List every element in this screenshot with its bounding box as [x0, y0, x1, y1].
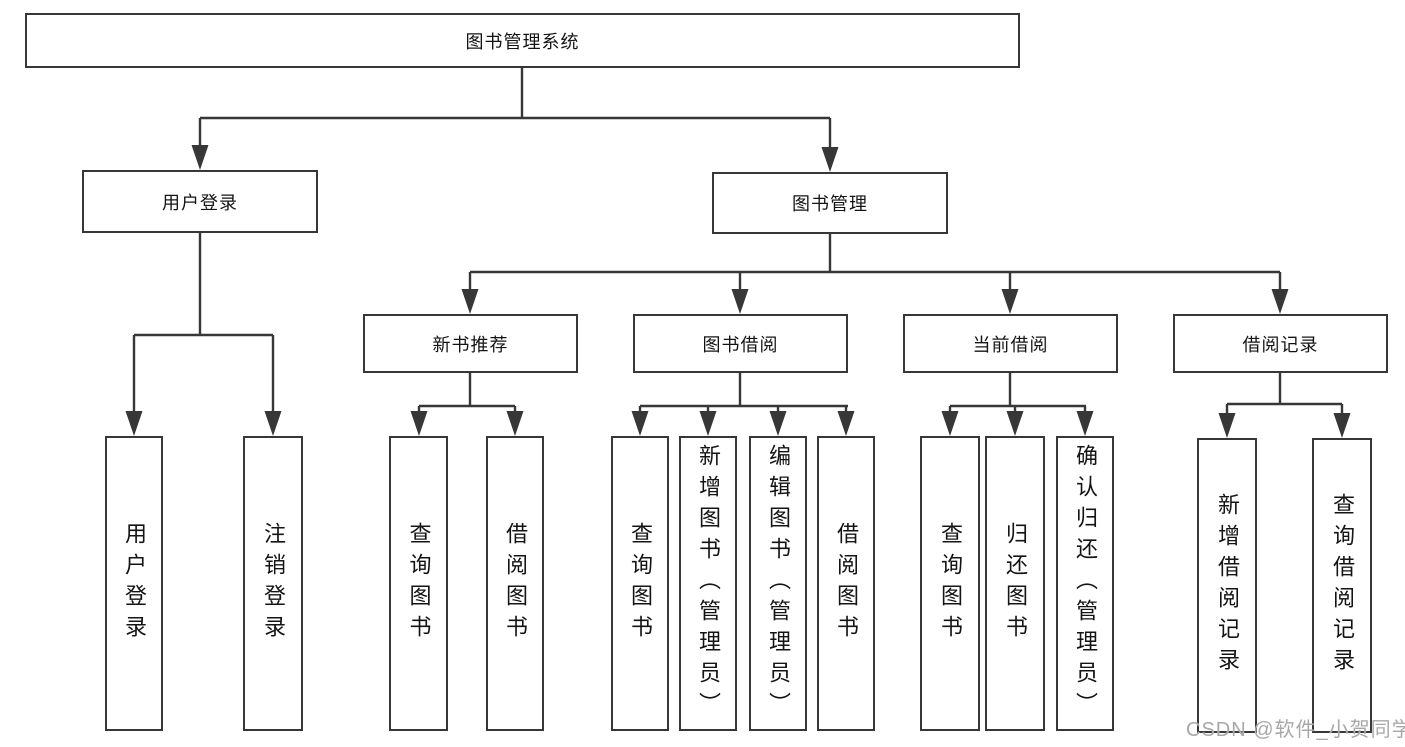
node-root: 图书管理系统: [25, 13, 1020, 68]
node-leaf-recommend-borrow-books: 借阅图书: [486, 436, 544, 731]
node-leaf-borrow-query-books: 查询图书: [611, 436, 669, 731]
node-leaf-borrow-books: 借阅图书: [817, 436, 875, 731]
node-borrow-records: 借阅记录: [1173, 314, 1388, 373]
connector-new-book-children: [417, 373, 517, 418]
node-new-book-recommend: 新书推荐: [363, 314, 578, 373]
node-leaf-confirm-return-admin: 确认归还（管理员）: [1056, 436, 1114, 731]
csdn-watermark: CSDN @软件_小贺同学: [1186, 719, 1405, 741]
arrowheads: [125, 145, 1351, 438]
node-user-login: 用户登录: [82, 170, 318, 233]
connector-root-to-level2: [198, 68, 832, 152]
node-leaf-add-book-admin: 新增图书（管理员）: [679, 436, 737, 731]
connector-book-management-children: [468, 234, 1282, 294]
node-current-borrow: 当前借阅: [903, 314, 1118, 373]
connector-borrow-records-children: [1225, 373, 1344, 420]
node-leaf-query-borrow-record: 查询借阅记录: [1312, 438, 1372, 733]
node-leaf-recommend-query-books: 查询图书: [389, 436, 448, 731]
node-leaf-edit-book-admin: 编辑图书（管理员）: [749, 436, 807, 731]
node-leaf-add-borrow-record: 新增借阅记录: [1197, 438, 1257, 733]
connector-user-login-children: [132, 233, 275, 418]
connector-book-borrow-children: [638, 373, 848, 418]
node-leaf-current-query-books: 查询图书: [920, 436, 980, 731]
node-book-borrow: 图书借阅: [633, 314, 848, 373]
node-book-management: 图书管理: [712, 172, 948, 234]
node-leaf-return-books: 归还图书: [985, 436, 1045, 731]
node-leaf-user-login: 用户登录: [105, 436, 163, 731]
node-leaf-logout: 注销登录: [243, 436, 303, 731]
